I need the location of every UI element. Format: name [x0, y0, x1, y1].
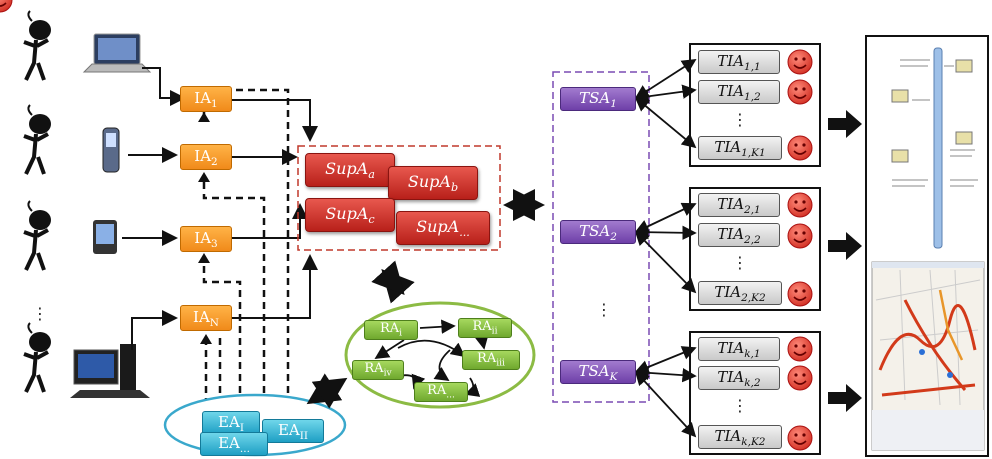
user-figure-icon — [23, 10, 51, 393]
tia-ellipsis: ⋮ — [732, 110, 748, 129]
ea-node-etc: EA... — [200, 432, 268, 456]
tia-label: TIA2,1 — [717, 194, 761, 216]
ia-label: IA1 — [194, 88, 218, 110]
ra-node-etc: RA... — [414, 382, 468, 402]
tia-node-2-k: TIA2,K2 — [698, 281, 782, 305]
ia-node-n: IAN — [180, 305, 232, 331]
tsa-node-2: TSA2 — [560, 220, 636, 244]
supa-node-a: SupAa — [305, 153, 395, 187]
ea-node-i: EAI — [202, 411, 260, 435]
ia-node-2: IA2 — [180, 144, 232, 170]
tia-node-2-2: TIA2,2 — [698, 223, 780, 247]
tsa-node-k: TSAK — [560, 360, 636, 384]
supa-label: SupAa — [325, 158, 375, 182]
tia-node-1-2: TIA1,2 — [698, 80, 780, 104]
tia-node-1-k: TIA1,K1 — [698, 136, 782, 160]
tia-label: TIAk,K2 — [714, 426, 766, 448]
ra-node-iv: RAiv — [352, 360, 404, 380]
tia-label: TIA2,K2 — [714, 282, 766, 304]
tia-label: TIA1,K1 — [714, 137, 766, 159]
double-arrow-ea-ra — [306, 373, 348, 409]
ia-node-1: IA1 — [180, 86, 232, 112]
ea-label: EAII — [277, 420, 309, 442]
tia-node-k-k: TIAk,K2 — [698, 425, 782, 449]
ea-label: EA... — [218, 433, 250, 455]
tia-label: TIAk,1 — [717, 338, 761, 360]
tsa-label: TSA1 — [579, 88, 617, 110]
supa-node-etc: SupA... — [396, 211, 490, 245]
ra-label: RAii — [472, 319, 498, 337]
tsa-node-1: TSA1 — [560, 87, 636, 111]
ia-label: IAN — [193, 307, 219, 329]
tia-ellipsis: ⋮ — [732, 396, 748, 415]
ra-node-i: RAi — [364, 320, 418, 340]
diagram-screenshot-icon — [891, 47, 978, 249]
ea-node-ii: EAII — [262, 419, 324, 443]
tia-node-k-1: TIAk,1 — [698, 337, 780, 361]
tia-label: TIA1,2 — [717, 81, 761, 103]
ra-node-ii: RAii — [458, 318, 512, 338]
ra-node-iii: RAiii — [462, 350, 520, 370]
ia-label: IA3 — [194, 228, 218, 250]
ra-label: RA... — [427, 383, 455, 401]
supa-label: SupAb — [407, 171, 459, 195]
ia-label: IA2 — [194, 146, 218, 168]
tia-label: TIAk,2 — [717, 367, 761, 389]
smiley-face-icon — [0, 0, 813, 451]
block-arrow-icon — [828, 110, 862, 412]
double-arrow-supa-ra — [371, 260, 415, 304]
ra-label: RAi — [379, 321, 403, 339]
desktop-pc-icon — [70, 344, 150, 398]
user-ellipsis: ⋮ — [32, 304, 48, 323]
tia-label: TIA2,2 — [717, 224, 761, 246]
tia-node-2-1: TIA2,1 — [698, 193, 780, 217]
tsa-label: TSAK — [578, 361, 618, 383]
supa-label: SupA... — [416, 216, 470, 240]
tia-node-k-2: TIAk,2 — [698, 366, 780, 390]
supa-label: SupAc — [325, 203, 375, 227]
tia-label: TIA1,1 — [717, 51, 761, 73]
ra-label: RAiii — [477, 351, 505, 369]
tsa-label: TSA2 — [579, 221, 617, 243]
ia-node-3: IA3 — [180, 226, 232, 252]
tia-node-1-1: TIA1,1 — [698, 50, 780, 74]
laptop-icon — [82, 33, 152, 73]
phone-icon — [102, 127, 120, 173]
supa-node-b: SupAb — [388, 166, 478, 200]
ea-label: EAI — [218, 412, 244, 434]
map-screenshot-icon — [871, 261, 985, 451]
supa-node-c: SupAc — [305, 198, 395, 232]
tsa-ellipsis: ⋮ — [596, 300, 612, 319]
ra-label: RAiv — [364, 361, 392, 379]
tia-ellipsis: ⋮ — [732, 253, 748, 272]
pda-icon — [93, 220, 117, 254]
